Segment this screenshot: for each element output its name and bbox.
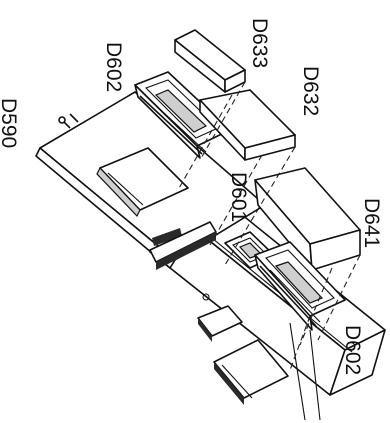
label-d632: D632	[299, 66, 322, 116]
d590-module	[96, 147, 189, 218]
label-d602-bottom: D602	[341, 325, 364, 375]
chassis-chip-small	[197, 305, 243, 342]
d641-block	[254, 167, 361, 271]
label-d633: D633	[248, 18, 271, 68]
label-d590: D590	[0, 98, 20, 148]
assembly-guide-lines	[177, 81, 361, 371]
d590-plate	[35, 91, 266, 269]
chassis-connector-top	[149, 221, 217, 270]
chassis-chip-large	[213, 339, 289, 405]
d602-bottom-socket	[254, 241, 346, 331]
d633-block	[174, 29, 246, 93]
d602-top-socket	[134, 71, 231, 159]
d632-block	[199, 89, 296, 161]
label-d641: D641	[360, 198, 383, 248]
label-d601: D601	[227, 172, 250, 222]
label-d602-top: D602	[102, 42, 125, 92]
